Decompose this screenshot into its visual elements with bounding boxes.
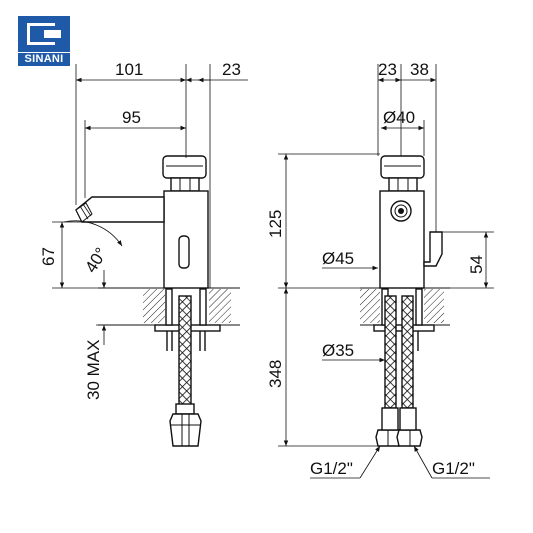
dim-cap-diameter: Ø40 [383, 108, 415, 127]
front-hose-right [401, 295, 414, 409]
counter-hatch-left [143, 289, 165, 323]
side-view [75, 155, 240, 447]
front-lever [423, 231, 443, 267]
logo-text: SINANI [18, 53, 70, 66]
dim-hose-length: 348 [266, 360, 285, 388]
thread-right-label: G1/2" [432, 459, 475, 478]
dim-spout-reach: 95 [122, 108, 141, 127]
thread-left-label: G1/2" [310, 459, 353, 478]
logo-g-notch [44, 30, 61, 38]
dim-shank-diameter: Ø35 [322, 341, 354, 360]
braided-hose [178, 295, 192, 409]
front-hose-left [384, 295, 397, 409]
cap-collar [170, 177, 200, 192]
side-lever [178, 235, 190, 269]
front-cap [380, 155, 425, 179]
front-dimensions [278, 64, 494, 479]
dim-body-half: 23 [378, 60, 397, 79]
dim-lever-offset: 38 [410, 60, 429, 79]
dim-lever-height: 54 [467, 255, 486, 274]
push-button-cap [162, 155, 207, 179]
dim-body-diameter: Ø45 [322, 249, 354, 268]
counter-hatch-right [209, 289, 231, 323]
dim-total-reach: 101 [115, 60, 143, 79]
side-dimensions [52, 64, 248, 345]
brand-logo: SINANI [18, 16, 70, 66]
front-cap-collar [388, 177, 418, 192]
dim-angle: 40° [81, 244, 111, 276]
logo-g-shape [27, 23, 55, 45]
front-view [360, 155, 450, 447]
logo-mark [18, 16, 70, 52]
dim-counter-thickness: 30 MAX [84, 340, 103, 400]
dim-outlet-height: 67 [39, 247, 58, 266]
dim-body-offset: 23 [222, 60, 241, 79]
hose-nut [169, 413, 202, 447]
dim-height: 125 [266, 210, 285, 238]
